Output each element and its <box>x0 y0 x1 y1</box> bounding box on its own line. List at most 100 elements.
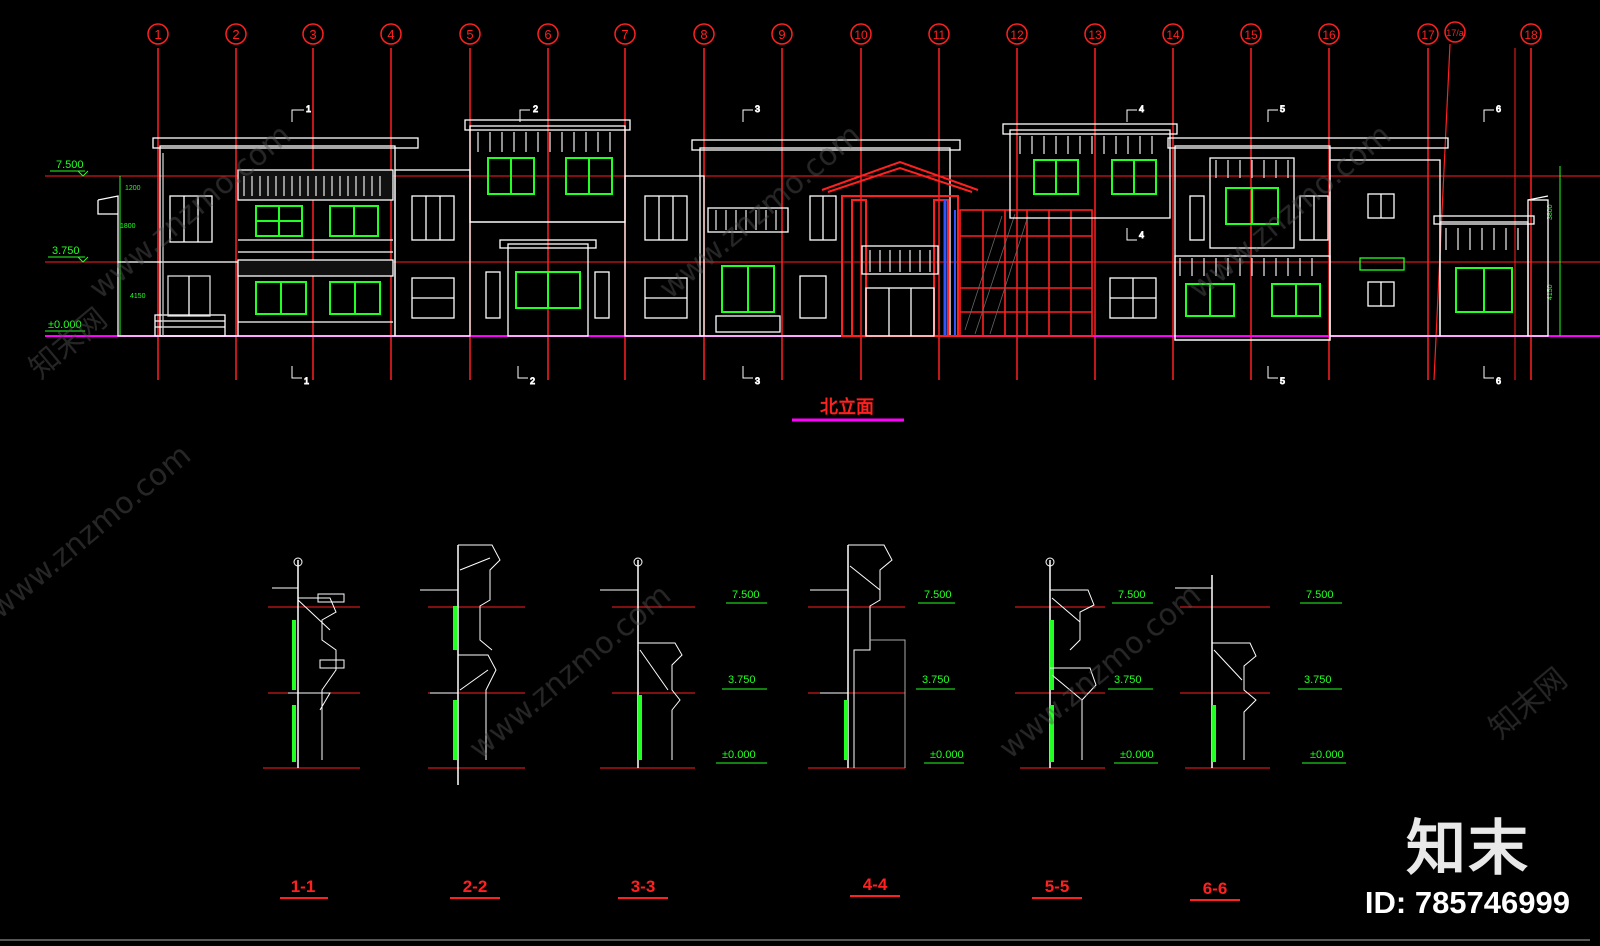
svg-text:3: 3 <box>755 104 760 114</box>
grid-axis-9: 9 <box>771 23 793 380</box>
section-title-2-2: 2-2 <box>450 877 500 899</box>
svg-text:10: 10 <box>854 28 868 42</box>
grid-axis-14: 14 <box>1162 23 1184 380</box>
grid-axis-3: 3 <box>302 23 324 380</box>
section-3-3: 7.500 3.750 ±0.000 <box>600 557 767 769</box>
svg-text:±0.000: ±0.000 <box>722 749 756 761</box>
dimension-text-left: 1200 1800 4150 <box>119 176 146 336</box>
svg-text:1800: 1800 <box>120 223 136 230</box>
grid-axis-6: 6 <box>537 23 559 380</box>
section-mark-3-bottom: 3 <box>742 366 761 387</box>
svg-text:1: 1 <box>306 104 311 114</box>
elevation-title: 北立面 <box>792 396 904 422</box>
svg-text:4-4: 4-4 <box>863 875 888 894</box>
section-1-1 <box>263 557 360 769</box>
svg-text:5: 5 <box>1280 376 1285 386</box>
section-4-4: 7.500 3.750 ±0.000 <box>808 544 964 769</box>
svg-text:1200: 1200 <box>125 185 141 192</box>
svg-text:2: 2 <box>533 104 538 114</box>
svg-text:2: 2 <box>530 376 535 386</box>
svg-text:9: 9 <box>778 27 785 42</box>
brand-logo: 知末 <box>1406 814 1530 884</box>
section-mark-1-top: 1 <box>291 104 312 122</box>
grid-axis-16: 16 <box>1318 23 1340 380</box>
section-mark-1-bottom: 1 <box>291 366 310 387</box>
svg-text:2: 2 <box>232 27 239 42</box>
svg-text:±0.000: ±0.000 <box>930 749 964 761</box>
section-title-6-6: 6-6 <box>1190 879 1240 901</box>
section-mark-4-top: 4 <box>1126 104 1145 122</box>
svg-text:www.znzmo.com: www.znzmo.com <box>993 578 1208 767</box>
svg-text:1-1: 1-1 <box>291 877 316 896</box>
grid-axis-2: 2 <box>225 23 247 380</box>
grid-axis-18: 18 <box>1520 23 1542 380</box>
svg-text:15: 15 <box>1244 28 1258 42</box>
svg-text:8: 8 <box>700 27 707 42</box>
section-5-level-labels: 7.500 3.750 ±0.000 <box>1114 589 1154 761</box>
svg-text:3: 3 <box>309 27 316 42</box>
section-mark-6-top: 6 <box>1483 104 1502 122</box>
section-mark-6-bottom: 6 <box>1483 366 1502 387</box>
grid-axis-1: 1 <box>147 23 169 380</box>
section-marks: 1 2 3 4 5 6 1 2 3 4 5 6 <box>291 104 1502 387</box>
svg-text:3.750: 3.750 <box>728 674 756 686</box>
svg-text:7.500: 7.500 <box>924 589 952 601</box>
svg-text:5-5: 5-5 <box>1045 877 1070 896</box>
section-mark-5-top: 5 <box>1267 104 1286 122</box>
svg-text:7.500: 7.500 <box>1306 589 1334 601</box>
grid-axis-10: 10 <box>850 23 872 380</box>
axis-grid: 1 2 3 4 5 6 7 8 9 10 11 12 13 14 15 16 1… <box>147 21 1542 381</box>
section-mark-2-top: 2 <box>519 104 539 122</box>
wall-sections: 7.500 3.750 ±0.000 7.500 3.750 ±0.000 <box>263 544 1346 785</box>
section-mark-5-bottom: 5 <box>1267 366 1286 387</box>
svg-text:北立面: 北立面 <box>820 396 874 418</box>
svg-text:17/a: 17/a <box>1446 28 1464 38</box>
svg-text:7.500: 7.500 <box>1118 589 1146 601</box>
svg-text:4150: 4150 <box>1547 284 1554 300</box>
svg-text:4150: 4150 <box>130 293 146 300</box>
grid-axis-13: 13 <box>1084 23 1106 380</box>
svg-text:6-6: 6-6 <box>1203 879 1228 898</box>
svg-text:4: 4 <box>1139 230 1144 240</box>
svg-text:6: 6 <box>1496 104 1501 114</box>
svg-text:4: 4 <box>1139 104 1144 114</box>
section-3-level-labels: 7.500 3.750 ±0.000 <box>722 589 760 761</box>
section-6-level-labels: 7.500 3.750 ±0.000 <box>1304 589 1344 761</box>
svg-text:3800: 3800 <box>1547 204 1554 220</box>
svg-text:3: 3 <box>755 376 760 386</box>
svg-text:3.750: 3.750 <box>52 245 80 257</box>
svg-text:5: 5 <box>1280 104 1285 114</box>
grid-axis-17a: 17/a <box>1433 21 1466 381</box>
grid-axis-4: 4 <box>380 23 402 380</box>
svg-text:3.750: 3.750 <box>922 674 950 686</box>
svg-text:4: 4 <box>387 27 394 42</box>
svg-text:7.500: 7.500 <box>732 589 760 601</box>
section-mark-3-top: 3 <box>742 104 761 122</box>
svg-text:16: 16 <box>1322 28 1336 42</box>
section-title-4-4: 4-4 <box>850 875 900 897</box>
grid-axis-17: 17 <box>1417 23 1439 380</box>
level-marker-ground: ±0.000 <box>45 319 85 332</box>
svg-text:3-3: 3-3 <box>631 877 656 896</box>
svg-text:2-2: 2-2 <box>463 877 488 896</box>
section-titles: 1-1 2-2 3-3 4-4 5-5 6-6 <box>280 875 1240 901</box>
image-id-label: ID: 785746999 <box>1364 885 1570 920</box>
svg-text:18: 18 <box>1524 28 1538 42</box>
section-title-5-5: 5-5 <box>1032 877 1082 899</box>
svg-text:1: 1 <box>304 376 309 386</box>
svg-text:17: 17 <box>1421 28 1435 42</box>
svg-text:3.750: 3.750 <box>1114 674 1142 686</box>
level-marker-middle: 3.750 <box>48 245 89 263</box>
section-mark-4-bottom: 4 <box>1126 228 1145 241</box>
svg-text:14: 14 <box>1166 28 1180 42</box>
svg-text:6: 6 <box>1496 376 1501 386</box>
svg-text:12: 12 <box>1010 28 1024 42</box>
level-marker-upper: 7.500 <box>50 159 89 177</box>
section-4-level-labels: 7.500 3.750 ±0.000 <box>922 589 964 761</box>
section-2-2 <box>420 544 525 785</box>
grid-axis-12: 12 <box>1006 23 1028 380</box>
svg-text:11: 11 <box>933 28 946 42</box>
grid-axis-11: 11 <box>928 23 950 380</box>
svg-text:±0.000: ±0.000 <box>1120 749 1154 761</box>
